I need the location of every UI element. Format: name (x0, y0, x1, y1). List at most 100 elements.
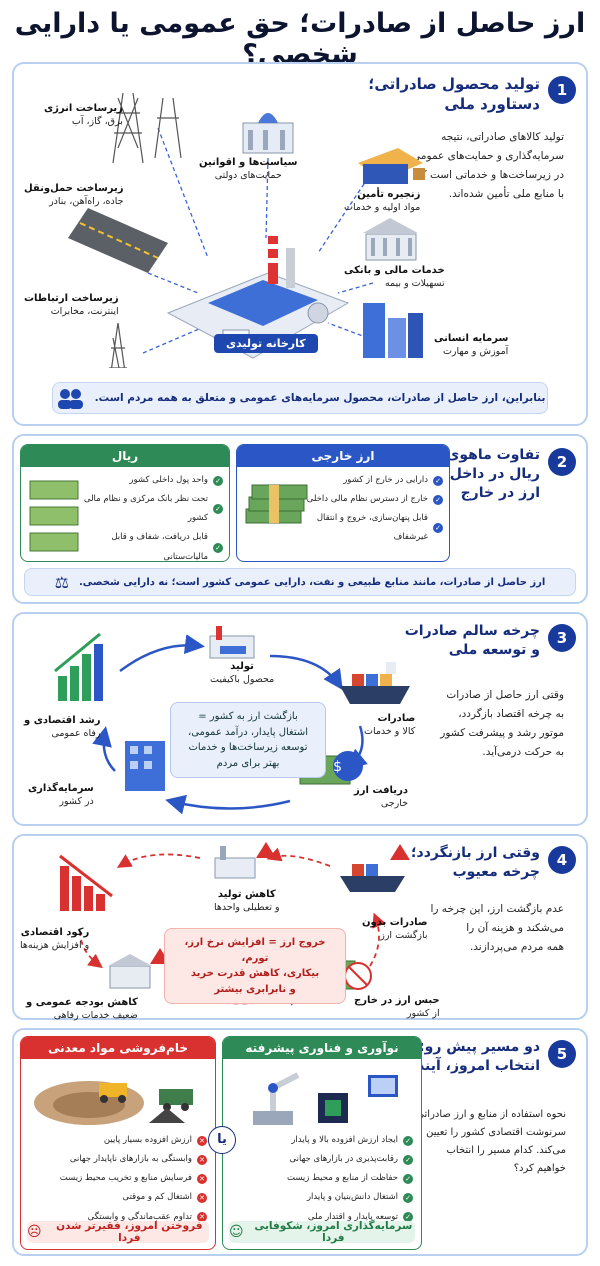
rial-card-header: ریال (21, 445, 229, 467)
list-item-text: توسعه پایدار و اقتدار ملی (307, 1211, 398, 1222)
section-title: تولید محصول صادراتی؛ دستاورد ملی (368, 75, 540, 114)
receive-sub: خارجی (380, 797, 408, 809)
receive-title: دریافت ارز (354, 785, 408, 796)
production-title: تولید (230, 661, 254, 672)
section-4-panel: 4 وقتی ارز بازنگردد؛ چرخه معیوب عدم بازگ… (12, 834, 588, 1021)
tech-footer-text: سرمایه‌گذاری امروز، شکوفایی فردا (254, 1220, 413, 1244)
conclusion-band: بنابراین، ارز حاصل از صادرات، محصول سرما… (52, 382, 548, 414)
section-number: 4 (548, 846, 576, 874)
svg-text:$: $ (333, 759, 342, 775)
cargo-ship-icon (340, 662, 410, 704)
list-item: ✓رقابت‌پذیری در بازارهای جهانی (233, 1150, 413, 1169)
list-item-text: قابل پنهان‌سازی، خروج و انتقال غیرشفاف (316, 513, 428, 543)
fx-list: ✓ دارایی در خارج از کشور ✓ خارج از دسترس نظ… (303, 471, 443, 548)
list-item-text: قابل دریافت، شفاف و قابل مالیات‌ستانی (111, 532, 208, 562)
budget-title: کاهش بودجه عمومی و (26, 997, 138, 1008)
list-item-text: رقابت‌پذیری در بازارهای جهانی (289, 1154, 398, 1165)
list-item-text: فرسایش منابع و تخریب محیط زیست (59, 1173, 192, 1184)
finance-title: خدمات مالی و بانکی (344, 265, 445, 276)
antenna-icon (109, 322, 127, 368)
warehouse-icon (358, 148, 425, 184)
check-icon: ✓ (433, 475, 443, 486)
declining-chart-icon (59, 854, 113, 911)
list-item: ✓ اشتغال دانش‌بنیان و پایدار (233, 1188, 413, 1207)
tech-path-card: نوآوری و فناوری پیشرفته ✓ایجاد ارزش افزو… (222, 1036, 422, 1250)
page-title: ارز حاصل از صادرات؛ حق عمومی یا دارایی ش… (14, 8, 586, 70)
list-item: ✓تحت نظر بانک مرکزی و نظام مالی کشور (79, 490, 223, 528)
raw-footer: فروختن امروز، فقیرتر شدن فردا ☹ (27, 1220, 209, 1244)
exports-title: صادرات (377, 713, 416, 724)
list-item-text: خارج از دسترس نظام مالی داخلی (306, 494, 428, 505)
human-sub: آموزش و مهارت (442, 345, 509, 357)
tech-card-header: نوآوری و فناوری پیشرفته (223, 1037, 421, 1059)
cargo-ship-warning-icon (340, 844, 410, 892)
growth-sub: رفاه عمومی (51, 727, 101, 739)
scales-icon: ⚖ (54, 572, 69, 592)
invest-title: سرمایه‌گذاری (28, 783, 94, 794)
list-item-text: ارزش افزوده بسیار پایین (103, 1135, 192, 1145)
list-item: ✓ خارج از دسترس نظام مالی داخلی (303, 490, 443, 509)
section-title: تفاوت ماهوی: ریال در داخل، ارز در خارج (440, 447, 540, 501)
bank-warning-icon (108, 948, 170, 989)
budget-sub: ضعیف خدمات رفاهی (53, 1009, 138, 1021)
smile-icon: ☺ (229, 1224, 244, 1240)
factory-closed-icon (214, 842, 276, 879)
raw-footer-text: فروختن امروز، فقیرتر شدن فردا (56, 1220, 203, 1244)
city-buildings-icon (363, 303, 423, 358)
list-item: ✓ایجاد ارزش افزوده بالا و پایدار (233, 1131, 413, 1150)
people-icon (57, 389, 83, 409)
road-icon (68, 208, 168, 273)
cross-icon: ✕ (197, 1154, 207, 1165)
section-number: 5 (548, 1040, 576, 1068)
comm-sub: اینترنت، مخابرات (50, 305, 119, 317)
list-item: ✓ دارایی در خارج از کشور (303, 471, 443, 490)
production-drop-title: کاهش تولید (217, 889, 276, 900)
supply-sub: مواد اولیه و خدمات (344, 201, 421, 213)
factory-icon (166, 236, 350, 359)
section-2-panel: 2 تفاوت ماهوی: ریال در داخل، ارز در خارج… (12, 434, 588, 604)
exports-sub: کالا و خدمات (364, 725, 416, 737)
section-1-panel: 1 تولید محصول صادراتی؛ دستاورد ملی تولید… (12, 62, 588, 426)
or-label: یا (208, 1126, 236, 1154)
transport-sub: جاده، راه‌آهن، بنادر (49, 195, 124, 207)
list-item-text: وابستگی به بازارهای ناپایدار جهانی (69, 1154, 192, 1165)
exports-noreturn-sub: بازگشت ارز (380, 929, 428, 941)
list-item-text: حفاظت از منابع و محیط زیست (286, 1173, 398, 1184)
list-item-text: دارایی در خارج از کشور (343, 475, 428, 485)
check-icon: ✓ (403, 1192, 413, 1203)
check-icon: ✓ (433, 494, 443, 505)
dollar-stack-icon (245, 484, 308, 524)
factory-label: کارخانه تولیدی (214, 334, 318, 353)
section-number: 3 (548, 624, 576, 652)
list-item: ✓توسعه پایدار و اقتدار ملی (233, 1208, 413, 1227)
government-building-icon (242, 113, 294, 154)
power-tower-icon (112, 92, 182, 164)
transport-title: زیرساخت حمل‌ونقل (24, 183, 124, 194)
list-item-text: اشتغال کم و موقتی (122, 1192, 193, 1203)
list-item: ✕ وابستگی به بازارهای ناپایدار جهانی (31, 1150, 207, 1169)
sad-icon: ☹ (27, 1224, 42, 1240)
rial-stack-icon (29, 480, 79, 552)
list-item: ✕تداوم عقب‌ماندگی و وابستگی (31, 1208, 207, 1227)
public-asset-band: ارز حاصل از صادرات، مانند منابع طبیعی و … (24, 568, 576, 596)
section-number: 2 (548, 448, 576, 476)
policy-title: سیاست‌ها و اقوانین (199, 157, 298, 168)
list-item: ✕اشتغال کم و موقتی (31, 1188, 207, 1207)
list-item-text: اشتغال دانش‌بنیان و پایدار (306, 1192, 398, 1203)
rial-list: ✓واحد پول داخلی کشور✓تحت نظر بانک مرکزی … (79, 471, 223, 562)
cross-icon: ✕ (197, 1212, 207, 1223)
check-icon: ✓ (213, 504, 223, 515)
energy-title: زیرساخت انرژی (44, 103, 123, 114)
human-title: سرمایه انسانی (434, 333, 509, 344)
